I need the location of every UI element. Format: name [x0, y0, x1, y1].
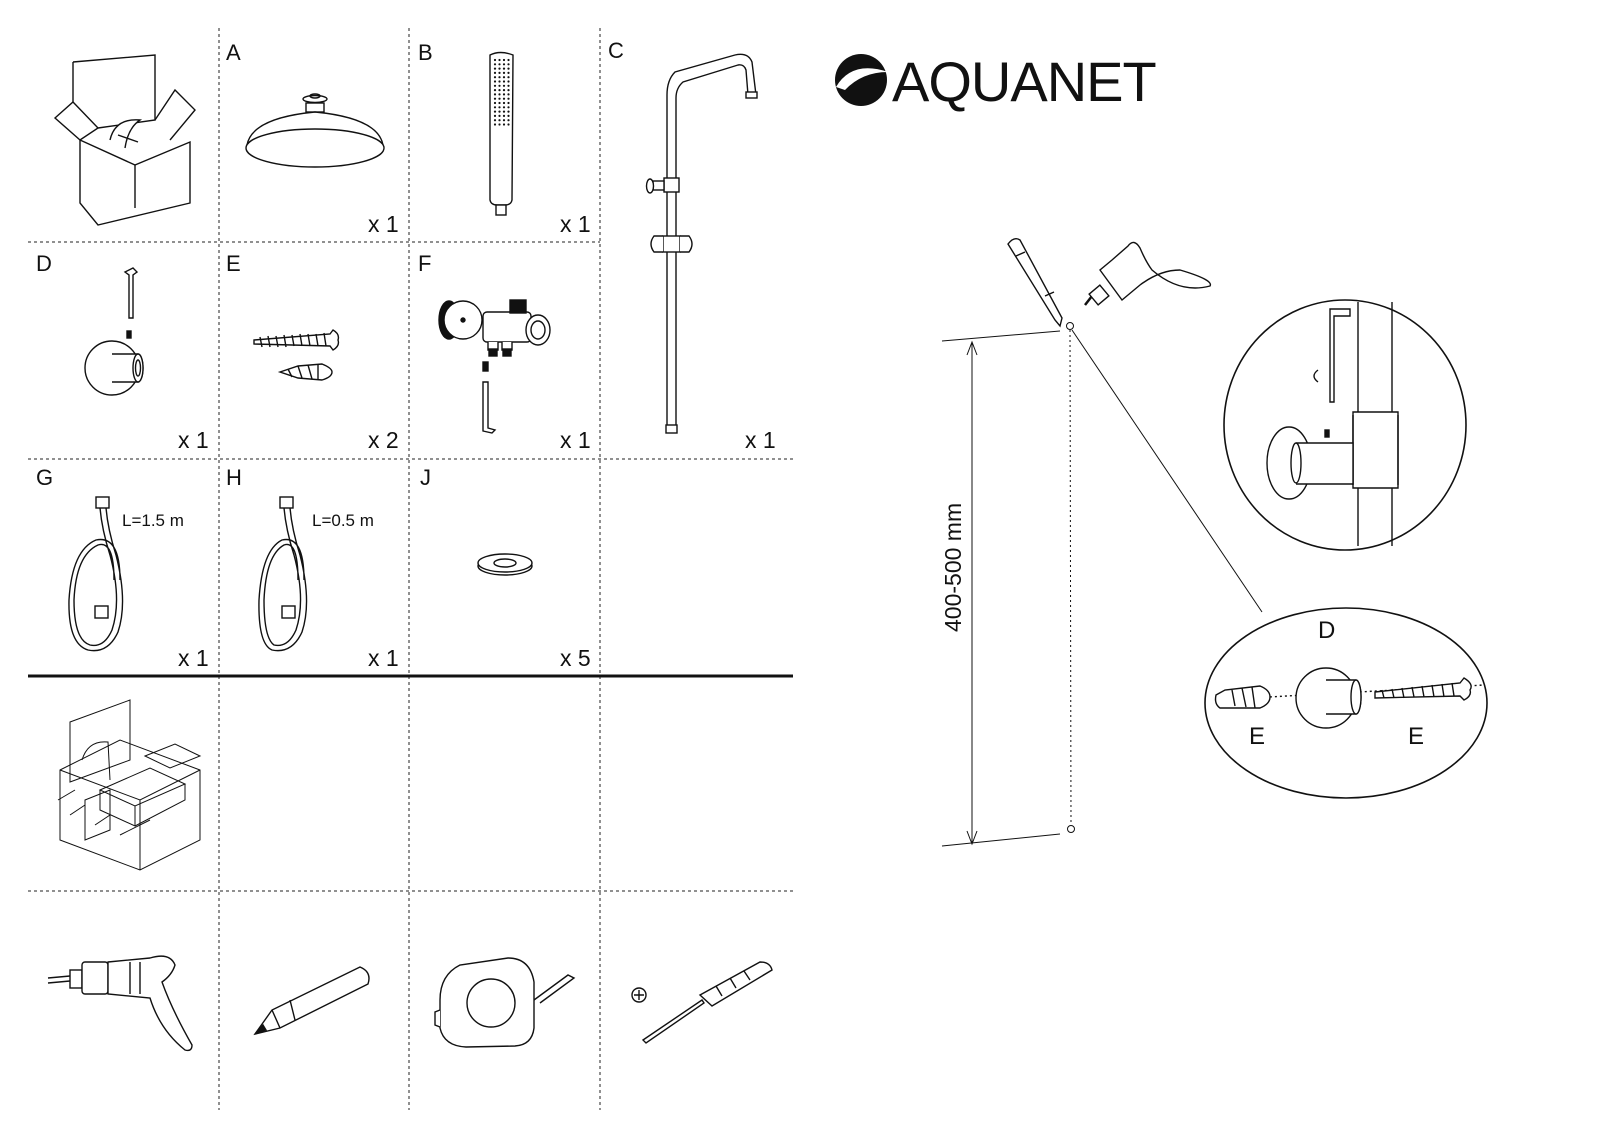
- qty-j: x 5: [560, 645, 591, 671]
- screw-and-dowel-icon: [253, 329, 340, 381]
- parts-grid: [28, 28, 793, 1110]
- hand-shower-icon: [489, 51, 514, 216]
- detail-label-e-right: E: [1408, 723, 1424, 750]
- washer-icon: [477, 553, 533, 576]
- label-e: E: [226, 251, 241, 276]
- label-f: F: [418, 251, 431, 276]
- length-g: L=1.5 m: [122, 511, 184, 530]
- brand-name: AQUANET: [892, 50, 1156, 113]
- length-h: L=0.5 m: [312, 511, 374, 530]
- qty-h: x 1: [368, 645, 399, 671]
- shower-hose-icon-h: [258, 496, 308, 652]
- aquanet-logo: AQUANET: [835, 50, 1157, 113]
- qty-c: x 1: [745, 427, 776, 453]
- qty-g: x 1: [178, 645, 209, 671]
- brand-mark-icon: [835, 54, 887, 106]
- detail-circle-upper: [1223, 299, 1467, 551]
- detail-circle-lower: [1204, 607, 1488, 799]
- package-box-icon: [53, 54, 196, 226]
- packed-box-icon: [57, 699, 202, 871]
- label-d: D: [36, 251, 52, 276]
- dimension-text: 400-500 mm: [940, 503, 966, 632]
- qty-a: x 1: [368, 211, 399, 237]
- marking-tools-icon: [1007, 237, 1212, 328]
- shower-hose-icon-g: [68, 496, 124, 652]
- wall-bracket-icon: [84, 267, 144, 396]
- label-c: C: [608, 38, 624, 63]
- qty-d: x 1: [178, 427, 209, 453]
- label-j: J: [420, 465, 431, 490]
- detail-label-d: D: [1318, 617, 1335, 644]
- label-b: B: [418, 40, 433, 65]
- dimension-line: [941, 322, 1263, 847]
- diverter-valve-icon: [438, 299, 551, 434]
- label-h: H: [226, 465, 242, 490]
- qty-b: x 1: [560, 211, 591, 237]
- detail-label-e-left: E: [1249, 723, 1265, 750]
- tape-measure-icon: [434, 957, 576, 1048]
- phillips-screwdriver-icon: [631, 961, 773, 1044]
- shower-riser-pipe-icon: [645, 53, 758, 434]
- drill-icon: [47, 955, 193, 1052]
- rain-shower-head-icon: [245, 93, 385, 168]
- pencil-icon: [253, 966, 370, 1036]
- label-a: A: [226, 40, 241, 65]
- label-g: G: [36, 465, 53, 490]
- qty-f: x 1: [560, 427, 591, 453]
- qty-e: x 2: [368, 427, 399, 453]
